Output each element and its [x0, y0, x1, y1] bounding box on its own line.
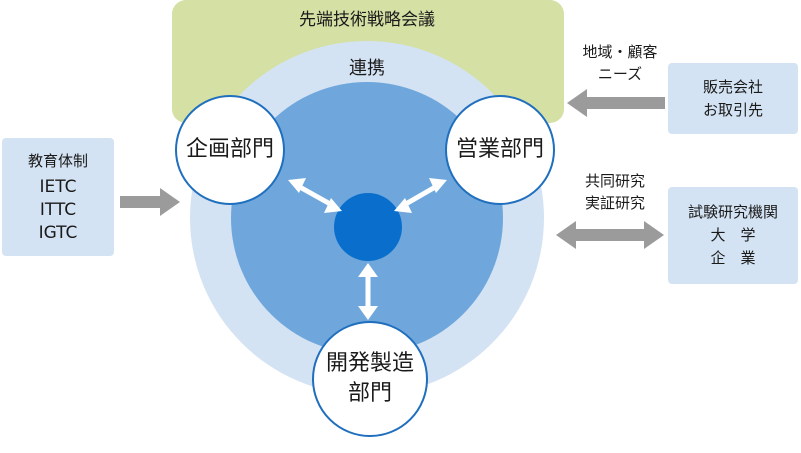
education-title: 教育体制 [27, 151, 88, 170]
education-box: 教育体制 IETC ITTC IGTC [2, 138, 114, 256]
joint-research-line2: 実証研究 [584, 194, 645, 212]
development-text-line1: 開発製造 [325, 351, 414, 376]
arrow-education-to-center [120, 188, 180, 216]
sales-partners-box: 販売会社 お取引先 [668, 63, 798, 134]
double-arrow-sales [394, 178, 447, 213]
education-item-igtc: IGTC [38, 222, 78, 243]
collaboration-label: 連携 [349, 58, 385, 79]
planning-text: 企画部門 [185, 137, 274, 162]
customer-needs-line2: ニーズ [597, 65, 643, 83]
customer-needs-label: 地域・顧客 ニーズ [570, 41, 670, 85]
development-circle [312, 321, 428, 437]
arrow-customer-needs [567, 89, 665, 117]
double-arrow-planning [288, 178, 342, 213]
research-institutions-line2: 大 学 [710, 226, 756, 244]
customer-needs-line1: 地域・顧客 [582, 43, 658, 61]
arrow-joint-research [556, 221, 664, 249]
education-item-ietc: IETC [39, 176, 77, 197]
planning-label: 企画部門 [176, 96, 284, 204]
joint-research-label: 共同研究 実証研究 [565, 170, 665, 214]
development-text-line2: 部門 [347, 381, 392, 406]
sales-partners-line2: お取引先 [702, 100, 763, 119]
sales-partners-line1: 販売会社 [702, 77, 763, 96]
research-institutions-line1: 試験研究機関 [687, 203, 778, 221]
research-institutions-box: 試験研究機関 大 学 企 業 [668, 187, 798, 284]
double-arrow-development [358, 263, 378, 320]
sales-circle [445, 95, 555, 205]
central-hub [334, 193, 402, 261]
education-item-ittc: ITTC [39, 199, 77, 220]
research-institutions-line3: 企 業 [710, 249, 756, 267]
council-title: 先端技術戦略会議 [299, 10, 435, 30]
sales-text: 営業部門 [455, 137, 544, 162]
planning-circle [175, 95, 285, 205]
sales-label: 営業部門 [446, 96, 554, 204]
development-label: 開発製造 部門 [313, 322, 427, 436]
joint-research-line1: 共同研究 [584, 172, 645, 190]
